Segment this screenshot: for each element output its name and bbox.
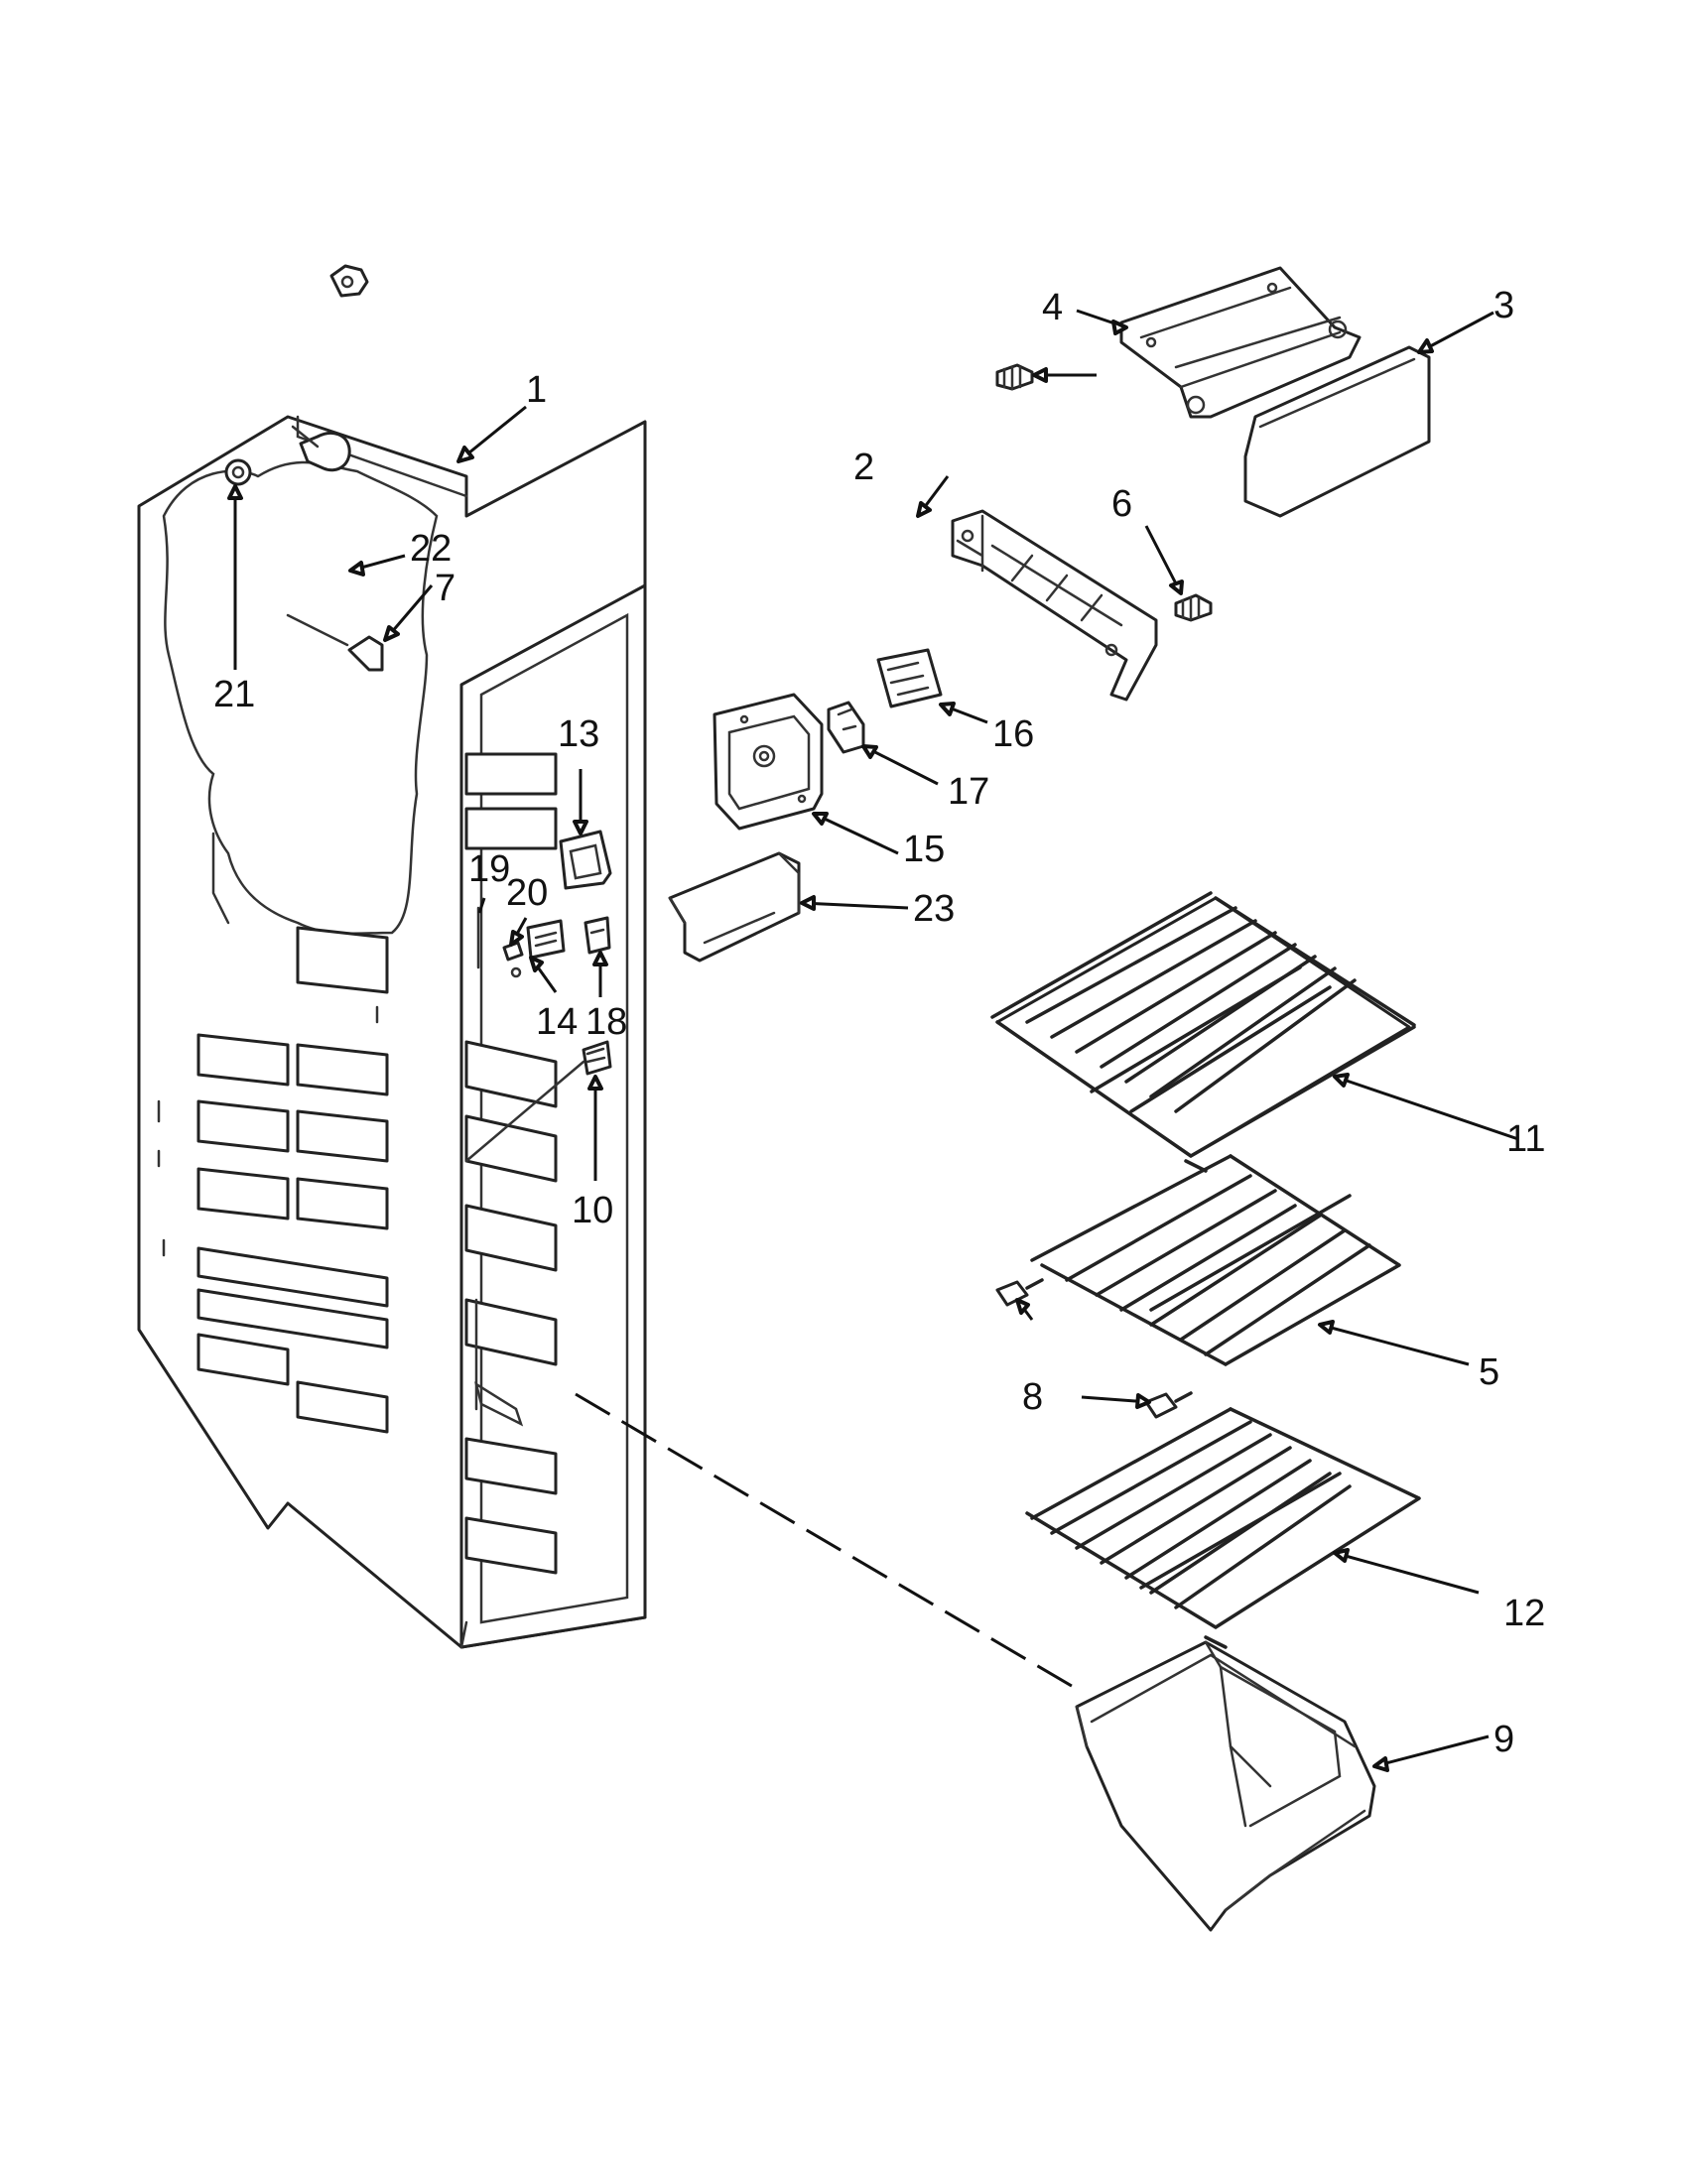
callout-5: 5 (1479, 1351, 1499, 1393)
callout-3: 3 (1493, 285, 1514, 326)
cover-panel (1243, 345, 1431, 518)
hinge-bracket (1119, 266, 1362, 419)
control-cover (668, 851, 801, 963)
switch (464, 1040, 612, 1163)
shelf-stud-left (995, 1278, 1044, 1307)
bracket-clip (827, 701, 865, 754)
callout-7: 7 (435, 568, 455, 609)
leader-lines (227, 309, 1519, 1772)
callout-labels: 1 2 3 4 5 6 7 8 9 10 11 12 13 14 15 16 1… (213, 285, 1545, 1760)
callout-9: 9 (1493, 1719, 1514, 1760)
control-housing (713, 693, 824, 831)
callout-11: 11 (1506, 1118, 1545, 1160)
callout-23: 23 (913, 888, 955, 930)
callout-17: 17 (948, 771, 989, 813)
loose-clip (329, 264, 369, 298)
bin-alignment-line (575, 1392, 1083, 1694)
sensor-board (526, 919, 566, 960)
freezer-liner (137, 415, 647, 1649)
callout-21: 21 (213, 674, 255, 715)
bulb (291, 425, 351, 472)
light-socket-housing (559, 830, 612, 890)
connector (584, 916, 611, 955)
freezer-bin (1075, 1640, 1376, 1932)
callout-2: 2 (853, 447, 874, 488)
nut (224, 458, 252, 486)
callout-12: 12 (1503, 1593, 1545, 1634)
callout-14: 14 (536, 1001, 578, 1043)
callout-6: 6 (1111, 483, 1132, 525)
screw-lower (1174, 593, 1213, 622)
callout-15: 15 (903, 829, 945, 870)
callout-20: 20 (506, 872, 548, 914)
shelf-stud-right (1144, 1391, 1193, 1419)
middle-wire-shelf (1030, 1154, 1401, 1366)
callout-22: 22 (410, 528, 452, 570)
bottom-wire-shelf (1025, 1407, 1421, 1649)
control-board (876, 648, 943, 708)
callout-4: 4 (1042, 287, 1063, 328)
clip (286, 613, 384, 672)
callout-16: 16 (992, 713, 1034, 755)
callout-13: 13 (558, 713, 599, 755)
callout-18: 18 (585, 1001, 627, 1043)
callout-10: 10 (572, 1190, 613, 1231)
callout-8: 8 (1022, 1376, 1043, 1418)
callout-1: 1 (526, 369, 547, 411)
top-wire-shelf (990, 891, 1416, 1173)
screw-upper (995, 363, 1034, 391)
shelf-bracket-lower (951, 509, 1158, 702)
callout-19: 19 (468, 848, 510, 890)
